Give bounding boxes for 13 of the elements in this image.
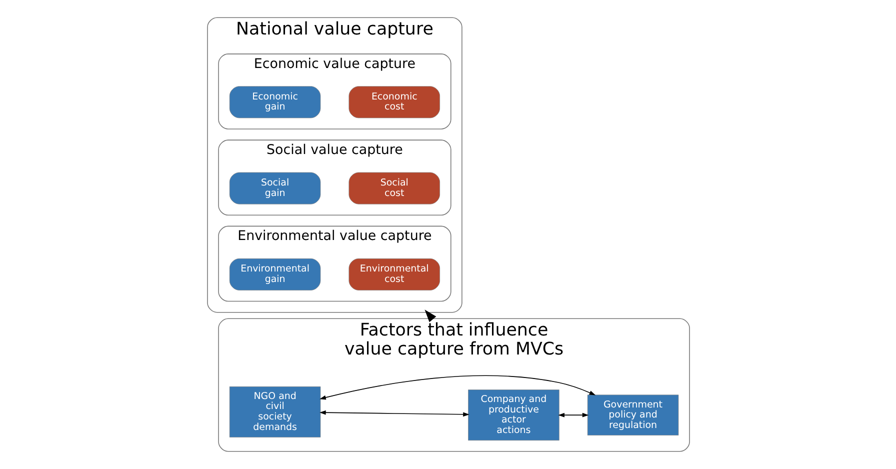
arrow — [319, 375, 596, 400]
node-box: Environmental cost — [348, 258, 440, 290]
node-box: Social gain — [228, 172, 320, 204]
arrow — [319, 410, 469, 417]
arrow — [424, 310, 436, 322]
arrow — [558, 412, 588, 418]
node-box: Company and productive actor actions — [468, 390, 559, 441]
node-box: Environmental gain — [228, 258, 320, 290]
node-box: Social cost — [348, 172, 440, 204]
node-box: NGO and civil society demands — [228, 386, 320, 438]
node-box: Government policy and regulation — [586, 394, 678, 436]
node-box: Economic gain — [228, 86, 320, 118]
node-box: Economic cost — [348, 86, 440, 118]
